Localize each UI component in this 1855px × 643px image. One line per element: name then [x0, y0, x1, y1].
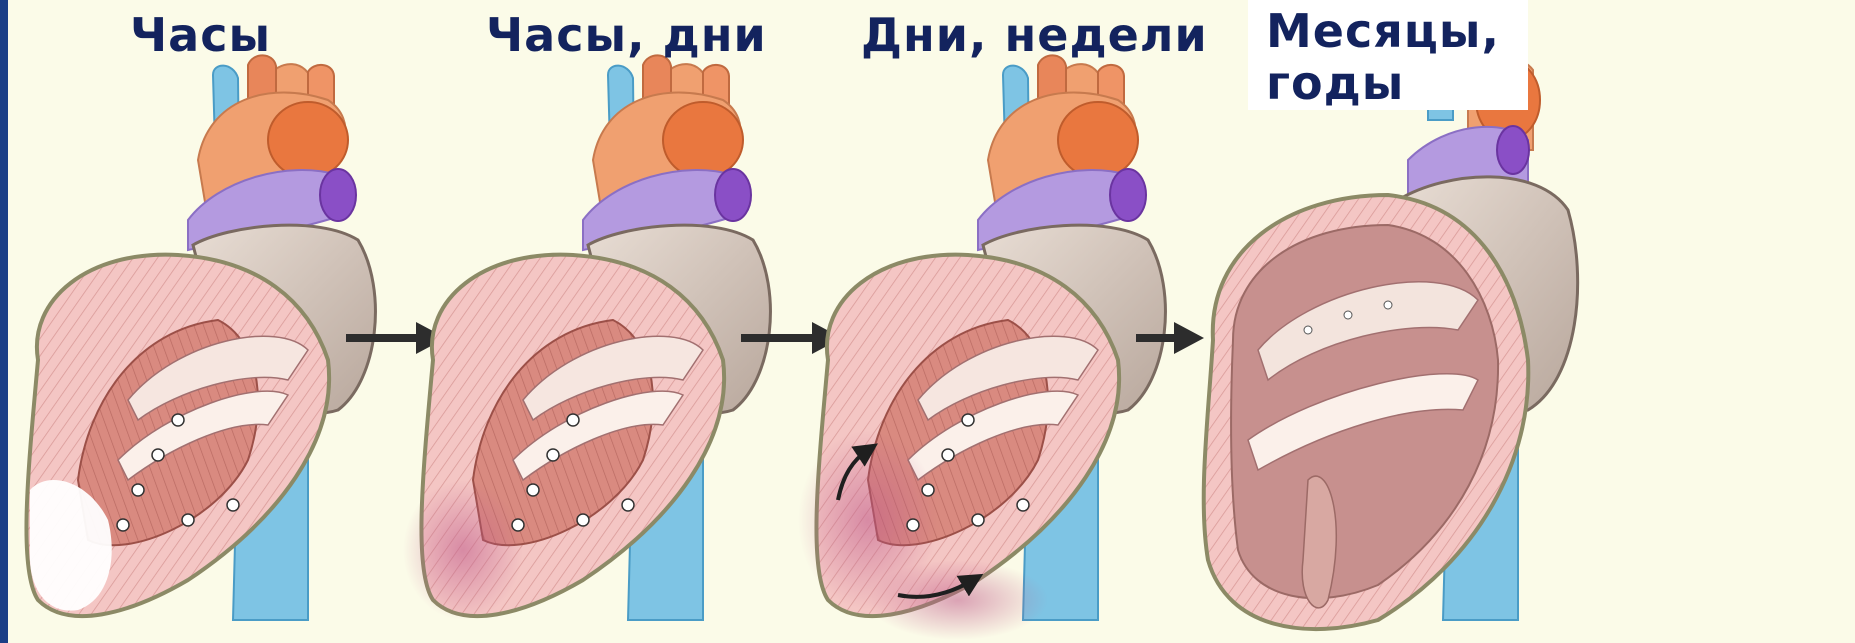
left-frame-bar: [0, 0, 8, 643]
heart-illustration: [798, 55, 1165, 640]
stage-label-days-weeks: Дни, недели: [861, 10, 1208, 62]
heart-3-days-weeks: [798, 55, 1165, 640]
stage-label-hours-days: Часы, дни: [486, 10, 767, 62]
heart-4-months-years: [1204, 40, 1578, 629]
diagram-canvas: Часы Часы, дни Дни, недели Месяцы, годы: [8, 0, 1855, 643]
heart-illustration: [403, 55, 770, 620]
stage-label-months-years: Месяцы, годы: [1266, 6, 1516, 109]
remodeling-diagram: [8, 0, 1855, 643]
heart-2-hours-days: [403, 55, 770, 620]
heart-1-hours: [26, 55, 375, 620]
heart-illustration: [26, 55, 375, 620]
stage-label-hours: Часы: [130, 10, 271, 62]
heart-illustration: [1204, 40, 1578, 629]
